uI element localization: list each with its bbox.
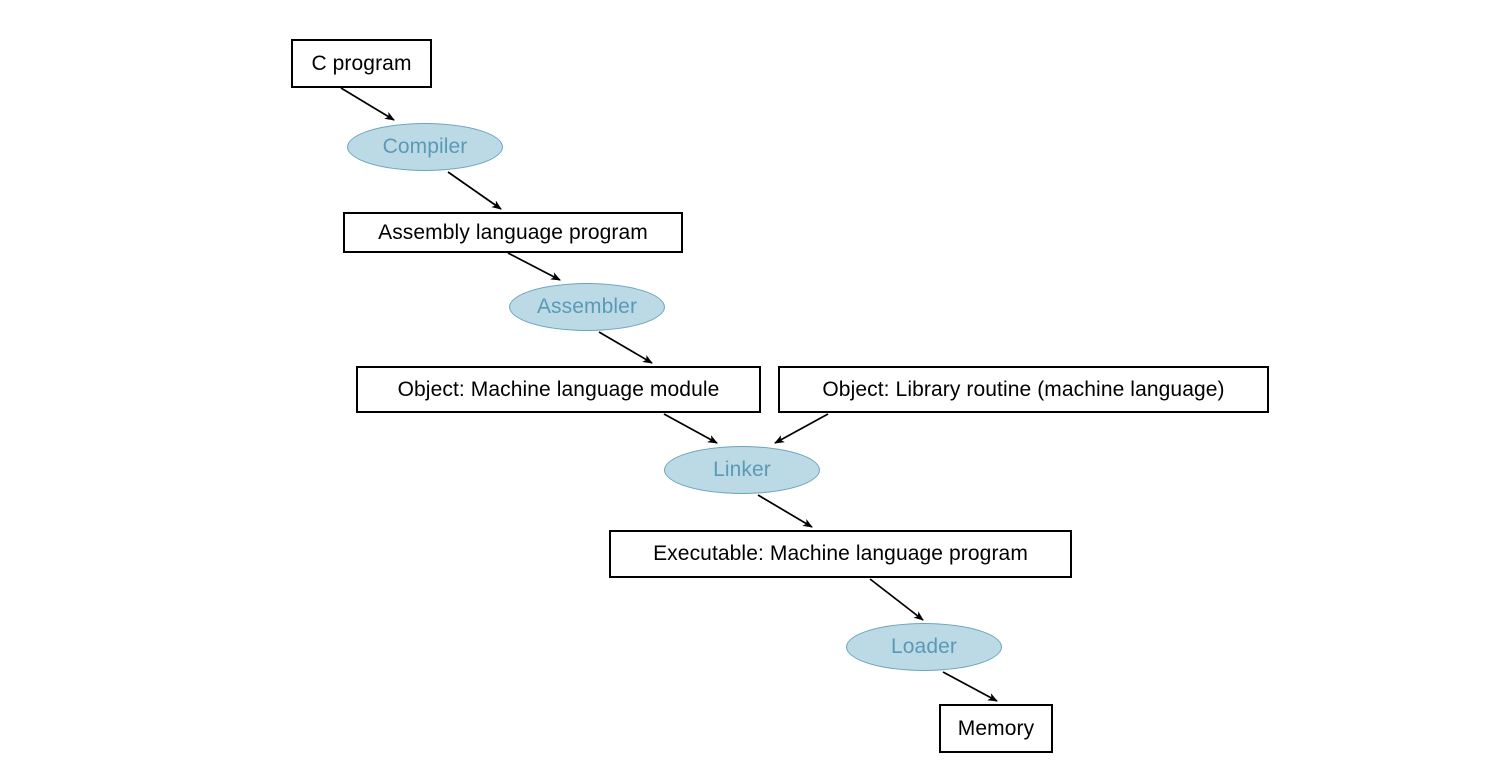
node-assembly-language-program[interactable]: Assembly language program: [343, 212, 683, 253]
node-executable-machine-language-program[interactable]: Executable: Machine language program: [609, 530, 1072, 578]
node-object-machine-language-module[interactable]: Object: Machine language module: [356, 366, 761, 413]
node-object-library-routine[interactable]: Object: Library routine (machine languag…: [778, 366, 1269, 413]
node-memory[interactable]: Memory: [939, 704, 1053, 753]
arrow-c-program-to-compiler: [340, 87, 395, 121]
node-label: Memory: [957, 716, 1035, 740]
arrow-executable-to-loader: [869, 578, 924, 621]
node-label: Loader: [891, 635, 957, 658]
node-label: Linker: [713, 458, 771, 481]
node-linker[interactable]: Linker: [664, 446, 820, 494]
node-c-program[interactable]: C program: [291, 39, 432, 88]
arrow-linker-to-executable: [757, 494, 813, 528]
arrow-compiler-to-assembly-language-program: [447, 171, 502, 210]
node-label: Assembly language program: [378, 220, 648, 244]
node-label: Object: Machine language module: [397, 377, 720, 401]
node-label: Compiler: [382, 135, 468, 158]
node-label: Assembler: [536, 295, 638, 318]
node-assembler[interactable]: Assembler: [509, 283, 665, 331]
arrow-assembly-language-program-to-assembler: [507, 252, 561, 281]
arrow-object-machine-language-module-to-linker: [663, 413, 718, 444]
node-label: Object: Library routine (machine languag…: [822, 377, 1225, 401]
node-label: C program: [311, 51, 412, 75]
node-label: Executable: Machine language program: [653, 542, 1028, 565]
arrow-assembler-to-object-machine-language-module: [598, 331, 653, 364]
node-compiler[interactable]: Compiler: [347, 123, 503, 171]
node-loader[interactable]: Loader: [846, 623, 1002, 671]
arrow-loader-to-memory: [942, 671, 998, 702]
arrow-object-library-routine-to-linker: [774, 413, 829, 444]
